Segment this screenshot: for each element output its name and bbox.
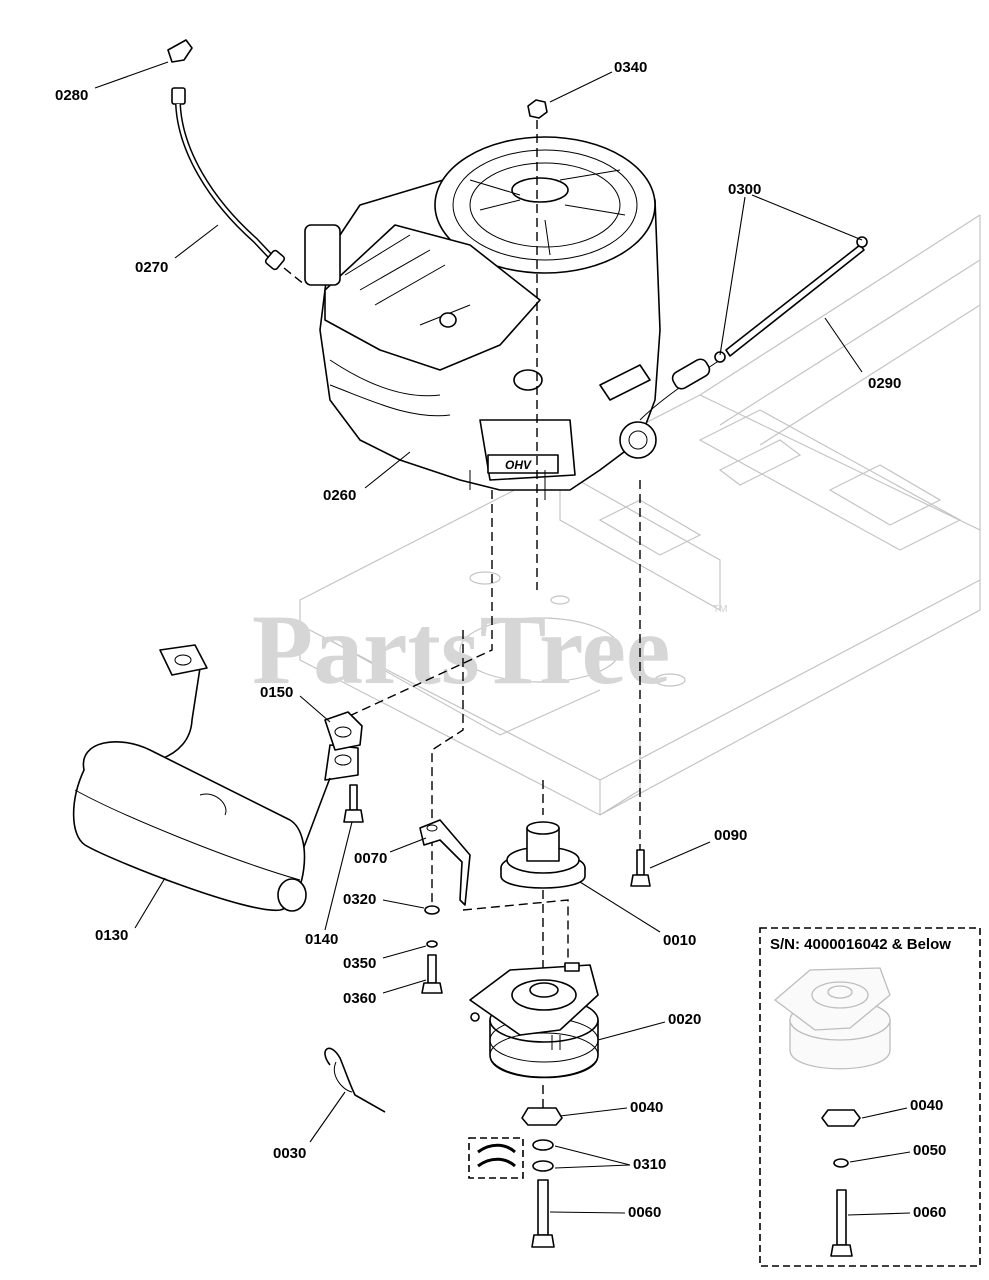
cable-tie <box>324 1047 386 1113</box>
chassis-frame <box>299 214 981 816</box>
spring-washer-box <box>468 1137 524 1179</box>
callout-0060: 0060 <box>628 1204 661 1221</box>
serial-inset: S/N: 4000016042 & Below <box>759 927 981 1267</box>
washer-0320 <box>424 905 440 915</box>
callout-0150: 0150 <box>260 684 293 701</box>
callout-0270: 0270 <box>135 259 168 276</box>
callout-0070: 0070 <box>354 850 387 867</box>
inset-callout-0060: 0060 <box>913 1204 946 1221</box>
muffler <box>72 644 359 912</box>
bolt-0090 <box>630 849 651 887</box>
inset-callout-0040: 0040 <box>910 1097 943 1114</box>
callout-0360: 0360 <box>343 990 376 1007</box>
callout-labels: 0280 0340 0300 0270 0290 0260 0150 0070 … <box>55 59 946 1221</box>
engine: OHV <box>304 136 661 500</box>
washer-0350 <box>426 940 438 948</box>
bracket <box>419 819 471 906</box>
callout-0140: 0140 <box>305 931 338 948</box>
fuel-line <box>639 236 868 421</box>
inset-callout-0050: 0050 <box>913 1142 946 1159</box>
bolt-0140 <box>343 784 364 823</box>
callout-0350: 0350 <box>343 955 376 972</box>
callout-0260: 0260 <box>323 487 356 504</box>
pulley <box>500 821 586 889</box>
callout-0300: 0300 <box>728 181 761 198</box>
washer-0310b <box>532 1160 554 1172</box>
callout-0340: 0340 <box>614 59 647 76</box>
watermark-text: PartsTree <box>252 594 670 705</box>
svg-text:OHV: OHV <box>505 458 532 472</box>
clutch <box>469 962 599 1079</box>
bolt-0360 <box>421 954 443 994</box>
callout-0020: 0020 <box>668 1011 701 1028</box>
callout-0290: 0290 <box>868 375 901 392</box>
spacer-0040 <box>521 1107 563 1126</box>
callout-0130: 0130 <box>95 927 128 944</box>
callout-0090: 0090 <box>714 827 747 844</box>
callout-0010: 0010 <box>663 932 696 949</box>
callout-0040: 0040 <box>630 1099 663 1116</box>
callout-0280: 0280 <box>55 87 88 104</box>
gasket <box>324 711 363 751</box>
callout-0310: 0310 <box>633 1156 666 1173</box>
nut-0340 <box>527 99 548 119</box>
washer-0310a <box>532 1139 554 1151</box>
leader-lines <box>94 61 911 1216</box>
watermark: PartsTree TM <box>252 594 727 705</box>
callout-0320: 0320 <box>343 891 376 908</box>
callout-0030: 0030 <box>273 1145 306 1162</box>
dipstick <box>167 39 306 286</box>
inset-title: S/N: 4000016042 & Below <box>770 936 951 953</box>
watermark-tm: TM <box>713 604 727 615</box>
bolt-0060 <box>531 1179 555 1248</box>
